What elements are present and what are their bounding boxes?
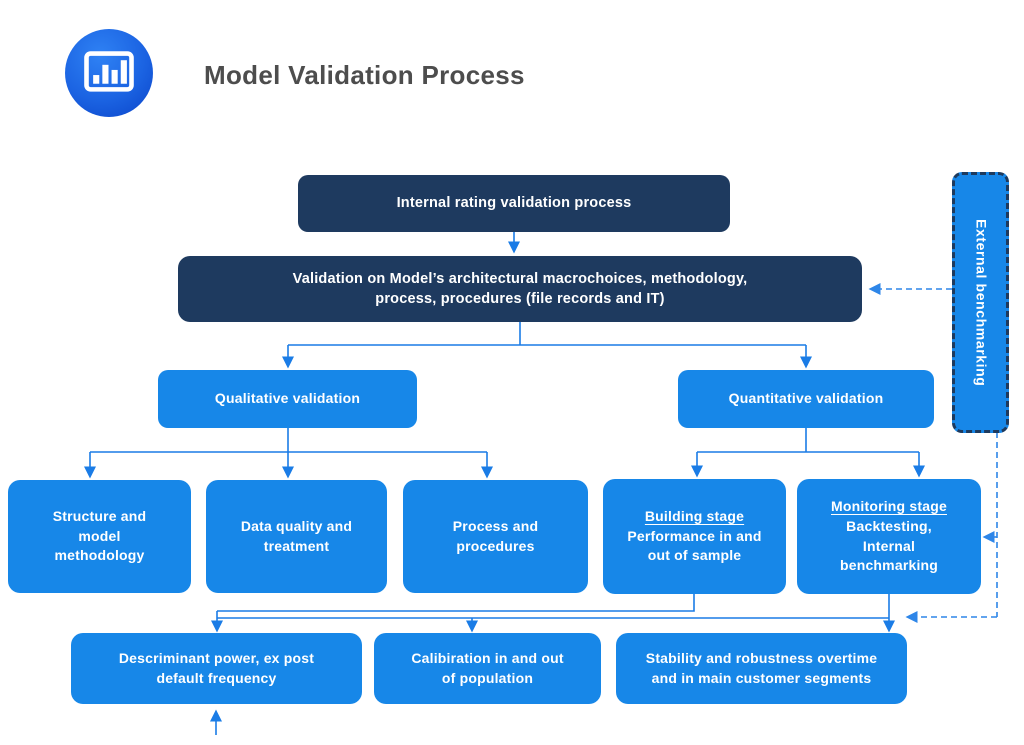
building-stage-body: Performance in and out of sample — [627, 527, 762, 564]
bar-chart-icon — [65, 29, 153, 117]
node-building-stage[interactable]: Building stage Performance in and out of… — [603, 479, 786, 594]
node-stability-robustness[interactable]: Stability and robustness overtime and in… — [616, 633, 907, 704]
node-monitoring-stage[interactable]: Monitoring stage Backtesting, Internal b… — [797, 479, 981, 594]
node-data-quality[interactable]: Data quality and treatment — [206, 480, 387, 593]
node-quantitative-validation[interactable]: Quantitative validation — [678, 370, 934, 428]
page-title: Model Validation Process — [204, 60, 525, 90]
node-calibration[interactable]: Calibiration in and out of population — [374, 633, 601, 704]
node-structure-methodology[interactable]: Structure and model methodology — [8, 480, 191, 593]
node-descriminant-power[interactable]: Descriminant power, ex post default freq… — [71, 633, 362, 704]
node-process-procedures[interactable]: Process and procedures — [403, 480, 588, 593]
edge-building-bus — [217, 594, 695, 612]
monitoring-stage-body: Backtesting, Internal benchmarking — [839, 517, 939, 574]
node-internal-rating[interactable]: Internal rating validation process — [298, 175, 730, 232]
monitoring-stage-title: Monitoring stage — [831, 498, 947, 515]
node-qualitative-validation[interactable]: Qualitative validation — [158, 370, 417, 428]
node-external-benchmarking[interactable]: External benchmarking — [952, 172, 1009, 433]
node-validation-macrochoices[interactable]: Validation on Model’s architectural macr… — [178, 256, 862, 322]
building-stage-title: Building stage — [644, 508, 745, 525]
